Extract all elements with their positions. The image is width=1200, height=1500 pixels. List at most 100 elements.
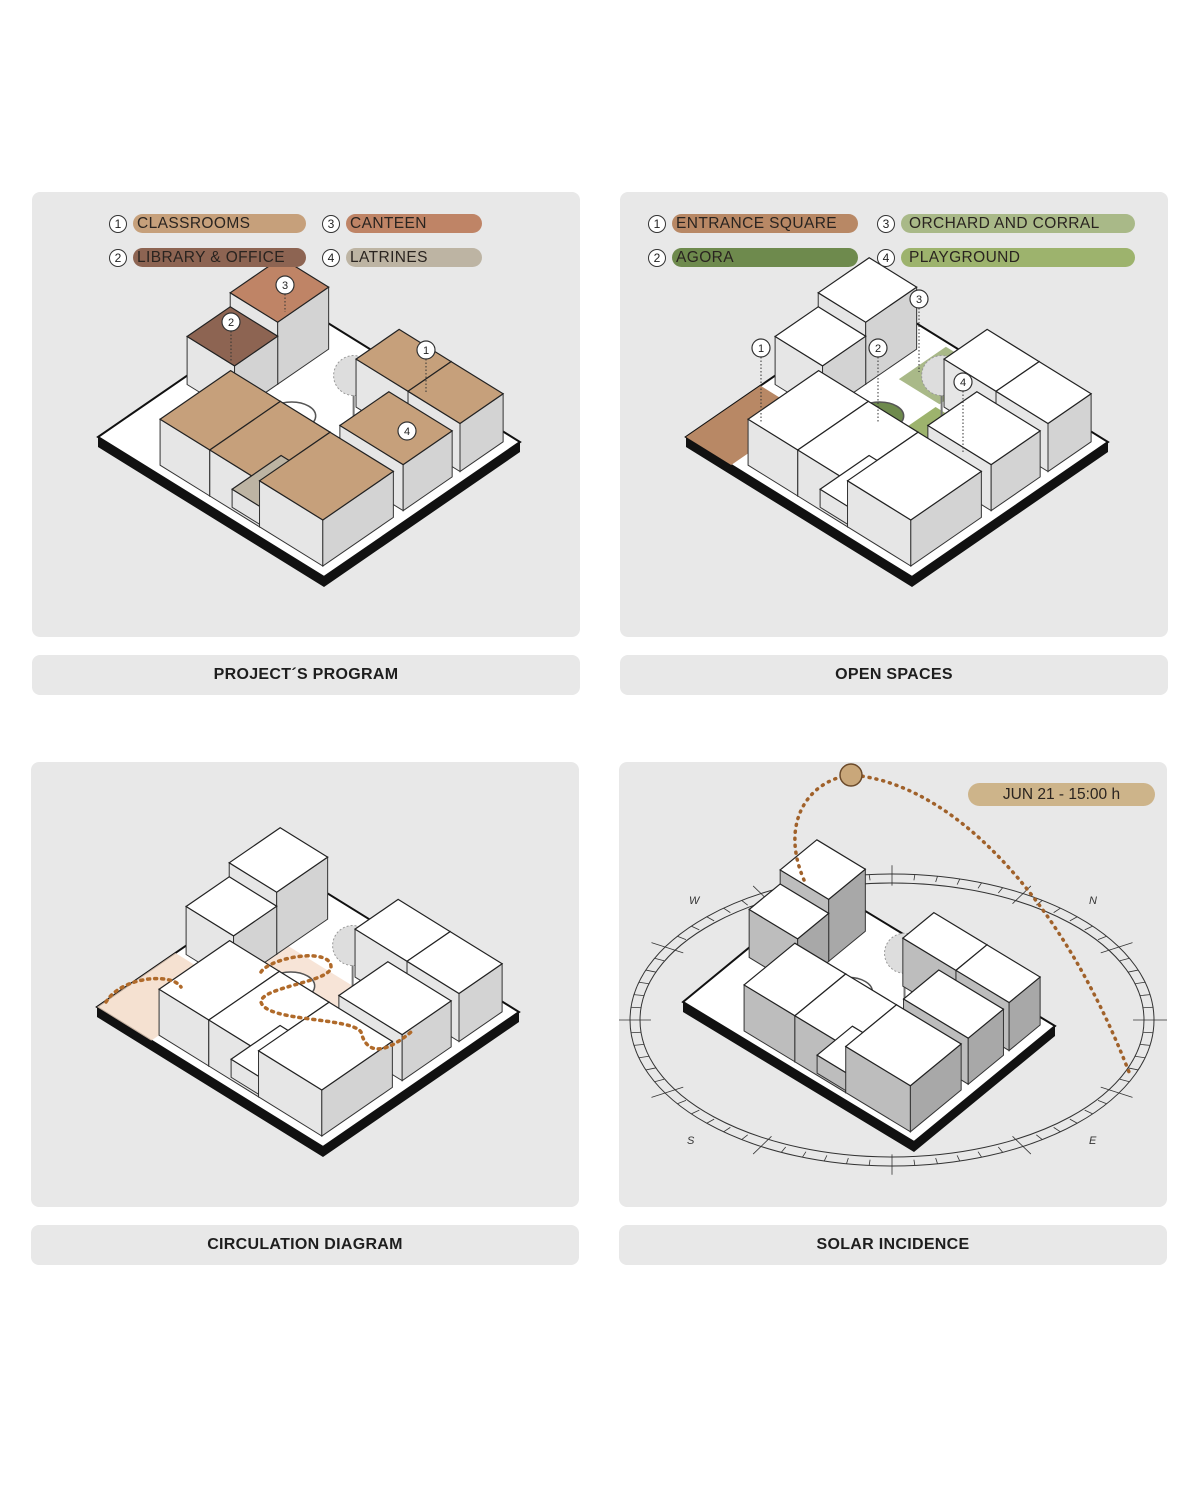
legend-item-playground: 4 PLAYGROUND xyxy=(877,248,1135,267)
legend-item-agora: 2 AGORA xyxy=(648,248,858,267)
building-classroom-roof xyxy=(846,431,983,521)
marker-number: 3 xyxy=(282,280,288,292)
compass-tick xyxy=(1100,1086,1133,1098)
legend-number: 3 xyxy=(322,214,340,233)
building-classroom-roof xyxy=(405,930,504,995)
compass-tick xyxy=(956,1155,961,1162)
marker-circle xyxy=(397,421,417,441)
compass-tick xyxy=(638,981,650,985)
compass-tick xyxy=(1119,1078,1130,1083)
compass-tick xyxy=(741,1134,748,1140)
legend-label: PLAYGROUND xyxy=(901,248,1135,267)
compass-tick xyxy=(630,1006,642,1009)
legend-item-latrines: 4 LATRINES xyxy=(322,248,482,267)
legend-number: 2 xyxy=(109,248,127,267)
marker-number: 4 xyxy=(404,426,410,438)
compass-tick xyxy=(913,1159,916,1166)
compass-tick xyxy=(1134,1055,1146,1059)
solar-caption: SOLAR INCIDENCE xyxy=(619,1225,1167,1265)
building-canteen-roof xyxy=(817,256,918,323)
marker-number: 3 xyxy=(916,294,922,306)
compass-tick xyxy=(752,1136,772,1155)
legend-item-entrance-square: 1 ENTRANCE SQUARE xyxy=(648,214,858,233)
marker-circle xyxy=(221,312,241,332)
compass-tick xyxy=(977,1151,982,1158)
building-classroom-roof xyxy=(338,390,454,466)
compass-tick xyxy=(654,1078,665,1083)
building-library-roof xyxy=(185,876,278,937)
marker-circle xyxy=(416,340,436,360)
compass-tick xyxy=(1012,1136,1032,1155)
marker-circle xyxy=(868,338,888,358)
compass-tick xyxy=(1069,916,1078,922)
compass-tick xyxy=(1142,1031,1154,1034)
compass-tick xyxy=(651,942,684,954)
building-classroom-roof xyxy=(257,1001,394,1091)
building-canteen-roof xyxy=(779,839,867,901)
compass-tick xyxy=(977,882,982,889)
compass-tick xyxy=(677,1100,687,1105)
compass-tick xyxy=(823,1155,828,1162)
compass-tick xyxy=(997,1146,1004,1153)
compass-tick xyxy=(846,1157,849,1164)
open-spaces-panel: 1 2 3 4 1 ENTRANCE SQUARE 2 AGORA 3 ORCHARD… xyxy=(620,192,1168,637)
compass-tick xyxy=(868,1159,871,1166)
building-classroom-roof xyxy=(926,390,1042,466)
compass-tick xyxy=(1119,957,1130,962)
marker-number: 2 xyxy=(875,343,881,355)
compass-tick xyxy=(630,1031,642,1034)
compass-tick xyxy=(935,876,938,883)
compass-tick xyxy=(997,887,1004,894)
date-time-badge: JUN 21 - 15:00 h xyxy=(968,783,1155,806)
compass-tick xyxy=(1084,1109,1093,1115)
compass-tick xyxy=(645,1067,656,1071)
legend-item-classrooms: 1 CLASSROOMS xyxy=(109,214,306,233)
compass-tick xyxy=(1139,994,1151,997)
compass-tick xyxy=(723,907,731,913)
building-classroom-roof xyxy=(844,1004,963,1087)
compass-tick xyxy=(1036,900,1043,906)
sun-icon xyxy=(839,763,863,787)
building-library-roof xyxy=(774,306,867,367)
building-classroom-roof xyxy=(406,360,505,425)
building-classroom-roof xyxy=(954,944,1042,1004)
legend-number: 1 xyxy=(109,214,127,233)
legend-item-canteen: 3 CANTEEN xyxy=(322,214,482,233)
legend-label: LIBRARY & OFFICE xyxy=(133,248,306,267)
compass-tick xyxy=(1097,935,1107,940)
compass-tick xyxy=(1139,1043,1151,1046)
open-spaces-caption: OPEN SPACES xyxy=(620,655,1168,695)
compass-tick xyxy=(1036,1134,1043,1140)
marker-number: 4 xyxy=(960,377,966,389)
compass-tick xyxy=(913,874,916,881)
marker-circle xyxy=(751,338,771,358)
compass-tick xyxy=(802,1151,807,1158)
building-classroom-roof xyxy=(994,360,1093,425)
compass-tick xyxy=(654,957,665,962)
circulation-path xyxy=(104,954,413,1051)
compass-tick xyxy=(1069,1118,1078,1124)
legend-label: LATRINES xyxy=(346,248,482,267)
building-classroom-roof xyxy=(337,960,453,1036)
circulation-axonometric xyxy=(95,826,521,1157)
marker-number: 1 xyxy=(758,343,764,355)
compass-tick xyxy=(1128,969,1139,973)
compass-tick xyxy=(1134,981,1146,985)
compass-tick xyxy=(1100,942,1133,954)
marker-circle xyxy=(953,372,973,392)
compass-tick xyxy=(691,925,700,931)
legend-label: CANTEEN xyxy=(346,214,482,233)
legend-item-orchard: 3 ORCHARD AND CORRAL xyxy=(877,214,1135,233)
compass-tick xyxy=(1097,1100,1107,1105)
compass-tick xyxy=(935,1157,938,1164)
legend-label: ORCHARD AND CORRAL xyxy=(901,214,1135,233)
compass-tick xyxy=(741,900,748,906)
compass-tick xyxy=(706,916,715,922)
building-library-roof xyxy=(748,883,830,940)
circulation-caption: CIRCULATION DIAGRAM xyxy=(31,1225,579,1265)
legend-label: CLASSROOMS xyxy=(133,214,306,233)
compass-tick xyxy=(638,1055,650,1059)
